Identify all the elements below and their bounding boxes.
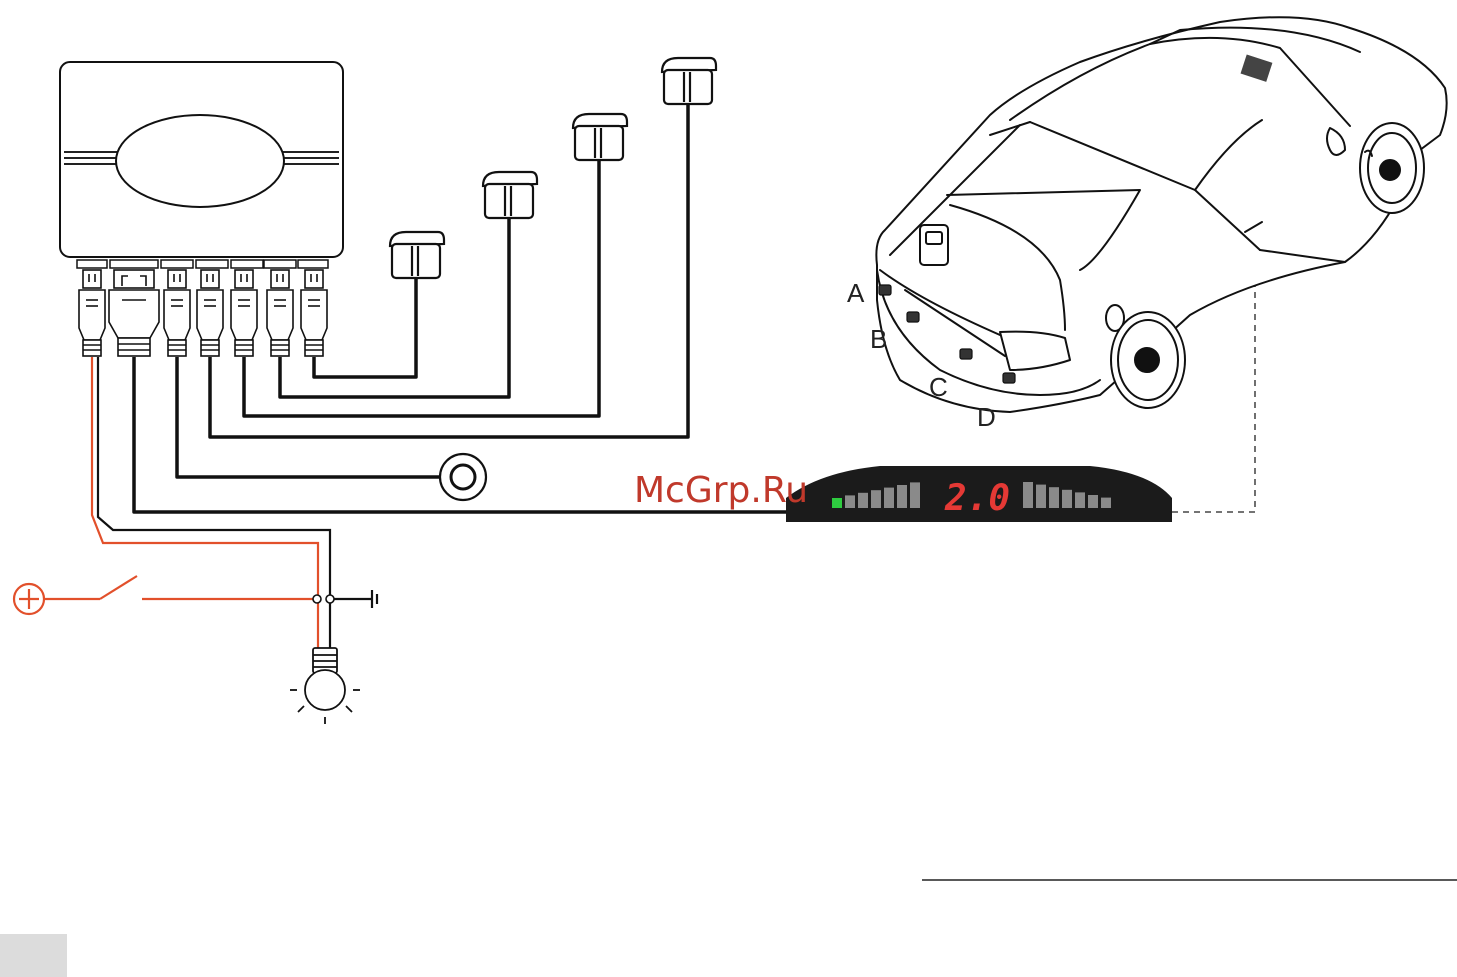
junction-node [313, 595, 321, 603]
display-bar [1049, 487, 1059, 508]
display-bar [858, 493, 868, 508]
connector-plug-icon [164, 270, 190, 356]
display-bar [1062, 490, 1072, 508]
display-bar [1088, 495, 1098, 508]
connector-plug-icon [301, 270, 327, 356]
sensor-icon [483, 172, 537, 218]
display-bar [910, 482, 920, 508]
watermark: McGrp.Ru [634, 470, 808, 511]
display-bar [845, 495, 855, 508]
display-bar [1036, 485, 1046, 508]
sensor-icon [662, 58, 716, 104]
display-readout: 2.0 [944, 478, 1010, 519]
connector-plug-icon [267, 270, 293, 356]
display-bar [871, 490, 881, 508]
connector-plugs [79, 270, 327, 356]
display-bar [1075, 492, 1085, 508]
connector-plug-icon [231, 270, 257, 356]
sensor-icon [390, 232, 444, 278]
sensor-label-d: D [977, 402, 996, 432]
ground-icon [372, 590, 377, 608]
lamp-icon [290, 648, 360, 724]
page-corner-tab [0, 934, 67, 977]
plus-terminal-icon [14, 584, 44, 614]
sensor-icon [573, 114, 627, 160]
connector-plug-icon [79, 270, 105, 356]
display-bar [832, 498, 842, 508]
display-bar [897, 485, 907, 508]
display-plug-icon [109, 270, 159, 356]
sensor-label-c: C [929, 372, 948, 402]
sensors [390, 58, 716, 278]
display-bar [884, 488, 894, 508]
junction-node [326, 595, 334, 603]
display-bar [1023, 482, 1033, 508]
display-bar [1101, 498, 1111, 508]
buzzer-icon [440, 454, 486, 500]
control-unit-icon [60, 62, 343, 268]
sensor-label-b: B [870, 324, 887, 354]
distance-display: 2.0 [786, 466, 1172, 522]
connector-plug-icon [197, 270, 223, 356]
sensor-label-a: A [847, 278, 865, 308]
